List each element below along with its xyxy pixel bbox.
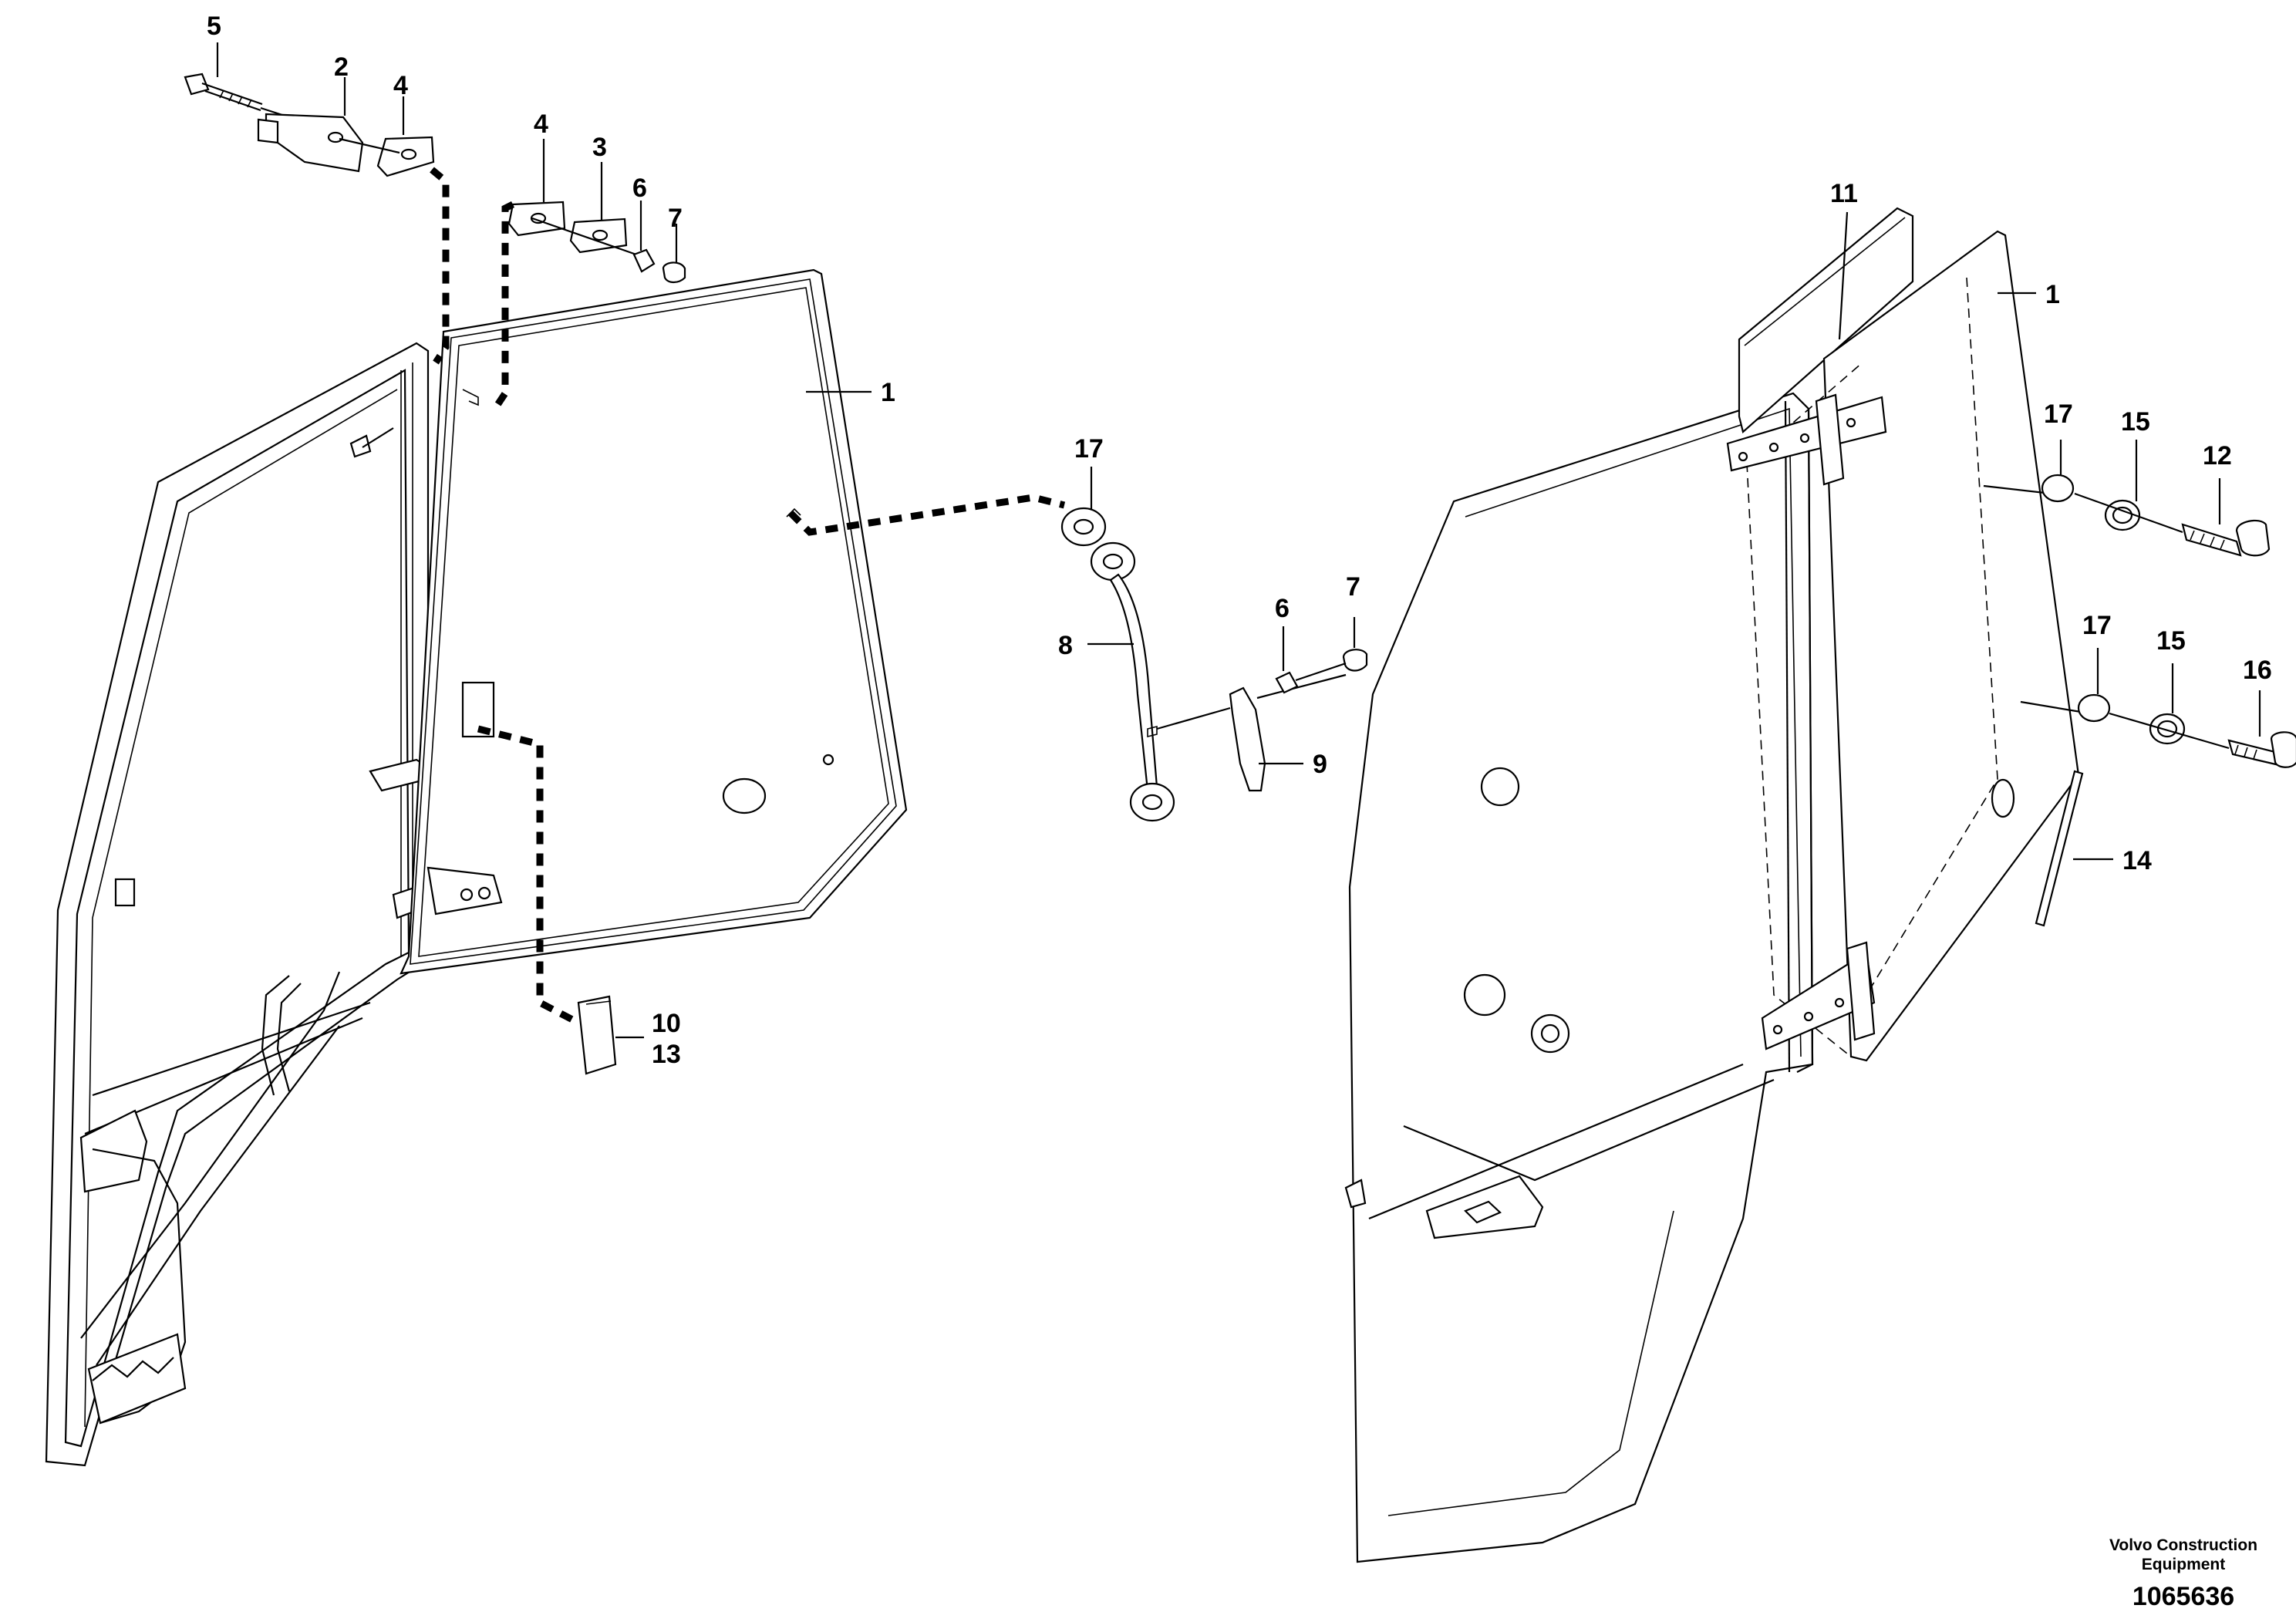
callout-17-left: 17 bbox=[1074, 434, 1104, 464]
callout-5: 5 bbox=[207, 12, 221, 41]
document-number: 1065636 bbox=[2132, 1582, 2234, 1611]
callout-11: 11 bbox=[1830, 179, 1858, 208]
callouts-left: 5 2 4 4 3 6 7 1 17 8 6 7 9 10 13 bbox=[207, 12, 1360, 1069]
callout-6-upper: 6 bbox=[632, 174, 647, 203]
credit-line-1: Volvo Construction bbox=[2109, 1536, 2257, 1554]
callout-3: 3 bbox=[592, 133, 607, 162]
callout-7-lower: 7 bbox=[1346, 572, 1360, 602]
callouts-right: 11 1 17 15 12 17 15 16 14 bbox=[1830, 179, 2272, 875]
callout-17-right-upper: 17 bbox=[2044, 400, 2073, 429]
callout-9: 9 bbox=[1313, 750, 1327, 779]
callout-6-lower: 6 bbox=[1275, 594, 1290, 623]
right-fasteners-upper bbox=[1983, 474, 2271, 557]
assembly-lines-left bbox=[430, 167, 1066, 1025]
callout-2: 2 bbox=[334, 52, 349, 82]
left-cab-frame bbox=[45, 342, 430, 1467]
callout-10: 10 bbox=[652, 1009, 681, 1038]
callout-16: 16 bbox=[2243, 656, 2272, 685]
credit-line-2: Equipment bbox=[2142, 1556, 2226, 1573]
callout-17-right-lower: 17 bbox=[2082, 611, 2112, 640]
callout-1-left: 1 bbox=[881, 378, 895, 407]
callout-8: 8 bbox=[1058, 631, 1073, 660]
callout-4-upper: 4 bbox=[393, 71, 408, 100]
callout-leaders bbox=[216, 42, 2261, 1039]
callout-15-upper: 15 bbox=[2121, 407, 2150, 437]
left-top-hardware bbox=[184, 73, 686, 284]
callout-7-upper: 7 bbox=[668, 204, 683, 233]
callout-13: 13 bbox=[652, 1040, 681, 1069]
left-door-glass bbox=[400, 268, 908, 975]
callout-12: 12 bbox=[2203, 441, 2232, 470]
callout-4-lower: 4 bbox=[534, 110, 548, 139]
left-handle-hardware bbox=[1060, 507, 1368, 822]
left-bumper-part bbox=[577, 995, 617, 1075]
credit-block: Volvo Construction Equipment 1065636 bbox=[2109, 1536, 2257, 1611]
right-glass-panels bbox=[1726, 207, 2084, 1062]
callout-1-right: 1 bbox=[2045, 280, 2060, 309]
callout-15-lower: 15 bbox=[2156, 626, 2186, 656]
right-cab-frame bbox=[1344, 392, 1814, 1563]
callout-14: 14 bbox=[2122, 846, 2152, 875]
right-fasteners-lower bbox=[2020, 693, 2296, 768]
